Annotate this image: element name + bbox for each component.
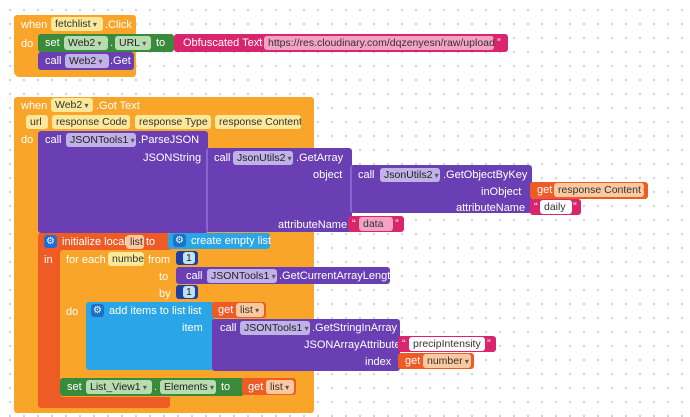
loop-do-kw: do — [66, 306, 79, 318]
set-url-kw: set — [45, 37, 60, 49]
create-empty-list-label: create empty list — [191, 235, 272, 247]
param-url[interactable]: url — [26, 115, 48, 129]
init-local-label: initialize local — [62, 236, 127, 248]
get-number-dropdown[interactable]: number — [423, 354, 471, 368]
set-url-component-dropdown[interactable]: Web2 — [64, 36, 108, 50]
attribute-name-label-inner: attributeName — [456, 202, 526, 214]
gottext-event-name: .Got Text — [96, 100, 140, 112]
gottext-do-label: do — [21, 134, 34, 146]
precip-text-field[interactable]: precipIntensity — [409, 337, 485, 351]
by-number-field[interactable]: 1 — [183, 286, 195, 298]
get-object-method: .GetObjectByKey — [443, 169, 528, 181]
quote-open: “ — [534, 201, 538, 213]
gottext-when-label: when — [21, 100, 48, 112]
parse-json-call-kw: call — [45, 134, 62, 146]
index-label: index — [365, 356, 392, 368]
gear-icon[interactable]: ⚙ — [44, 235, 57, 248]
in-object-label: inObject — [481, 186, 522, 198]
param-response-type[interactable]: response Type — [135, 115, 211, 129]
get-array-method: .GetArray — [296, 152, 344, 164]
get-kw-4: get — [248, 381, 264, 393]
quote-close: ” — [573, 201, 577, 213]
call-get-method: .Get — [110, 55, 131, 67]
quote-close: ” — [487, 338, 491, 350]
click-component-dropdown[interactable]: fetchlist — [51, 17, 103, 31]
get-object-call-kw: call — [358, 169, 375, 181]
get-list-dropdown-1[interactable]: list — [236, 303, 264, 317]
get-string-call-kw: call — [220, 322, 237, 334]
set-elements-kw: set — [67, 381, 82, 393]
add-items-list-kw: list — [188, 305, 202, 317]
in-kw: in — [44, 254, 53, 266]
get-kw-1: get — [537, 184, 553, 196]
json-string-label: JSONString — [143, 152, 202, 164]
set-elements-property-dropdown[interactable]: Elements — [160, 380, 216, 394]
click-event-name: .Click — [105, 19, 132, 31]
quote-open: “ — [402, 338, 406, 350]
init-to-kw: to — [146, 236, 156, 248]
add-items-label: add items to list — [109, 305, 186, 317]
from-kw: from — [148, 254, 170, 266]
get-string-method: .GetStringInArray — [312, 322, 397, 334]
call-get-component-dropdown[interactable]: Web2 — [65, 54, 109, 68]
obfuscated-text-label: Obfuscated Text — [183, 37, 263, 49]
from-number-field[interactable]: 1 — [183, 252, 195, 264]
get-array-call-kw: call — [214, 152, 231, 164]
quote-open: “ — [352, 218, 356, 230]
get-string-component-dropdown[interactable]: JSONTools1 — [240, 321, 310, 335]
url-text-field[interactable]: https://res.cloudinary.com/dqzenyesn/raw… — [264, 36, 494, 50]
quote-open: “ — [258, 37, 262, 49]
local-name-field[interactable]: list — [126, 235, 144, 249]
dot-separator: . — [110, 37, 114, 49]
loop-to-kw: to — [159, 271, 169, 283]
get-array-component-dropdown[interactable]: JsonUtils2 — [233, 151, 293, 165]
param-response-content[interactable]: response Content — [215, 115, 301, 129]
get-kw-3: get — [405, 355, 421, 367]
by-kw: by — [159, 288, 171, 300]
create-empty-list-block[interactable] — [168, 233, 270, 249]
click-do-label: do — [21, 38, 34, 50]
get-length-call-kw: call — [186, 270, 203, 282]
dot-separator: . — [154, 381, 158, 393]
parse-json-block[interactable] — [38, 131, 208, 233]
attribute-name-label-outer: attributeName — [278, 219, 348, 231]
get-length-component-dropdown[interactable]: JSONTools1 — [207, 269, 277, 283]
add-items-item-kw: item — [182, 322, 203, 334]
daily-text-field[interactable]: daily — [540, 200, 572, 214]
quote-close: ” — [497, 37, 501, 49]
get-list-dropdown-2[interactable]: list — [266, 380, 294, 394]
json-array-attr-label: JSONArrayAttribute — [304, 339, 401, 351]
call-get-kw: call — [45, 55, 62, 67]
add-items-block[interactable] — [86, 302, 214, 370]
get-length-method: .GetCurrentArrayLength — [279, 270, 397, 282]
data-text-field[interactable]: data — [359, 217, 393, 231]
gear-icon[interactable]: ⚙ — [173, 234, 186, 247]
set-url-property-dropdown[interactable]: URL — [115, 36, 151, 50]
set-elements-component-dropdown[interactable]: List_View1 — [86, 380, 152, 394]
get-kw-2: get — [218, 304, 234, 316]
parse-json-component-dropdown[interactable]: JSONTools1 — [66, 133, 136, 147]
quote-close: ” — [395, 218, 399, 230]
click-when-label: when — [21, 19, 48, 31]
get-response-content-dropdown[interactable]: response Content — [554, 183, 644, 197]
get-object-component-dropdown[interactable]: JsonUtils2 — [380, 168, 440, 182]
param-response-code[interactable]: response Code — [52, 115, 130, 129]
loop-var-field[interactable]: number — [108, 252, 144, 266]
gottext-component-dropdown[interactable]: Web2 — [51, 98, 93, 112]
set-url-to-kw: to — [156, 37, 166, 49]
set-elements-to-kw: to — [221, 381, 231, 393]
object-label: object — [313, 169, 343, 181]
for-each-label: for each — [66, 254, 106, 266]
gear-icon[interactable]: ⚙ — [91, 304, 104, 317]
parse-json-method: .ParseJSON — [138, 134, 200, 146]
